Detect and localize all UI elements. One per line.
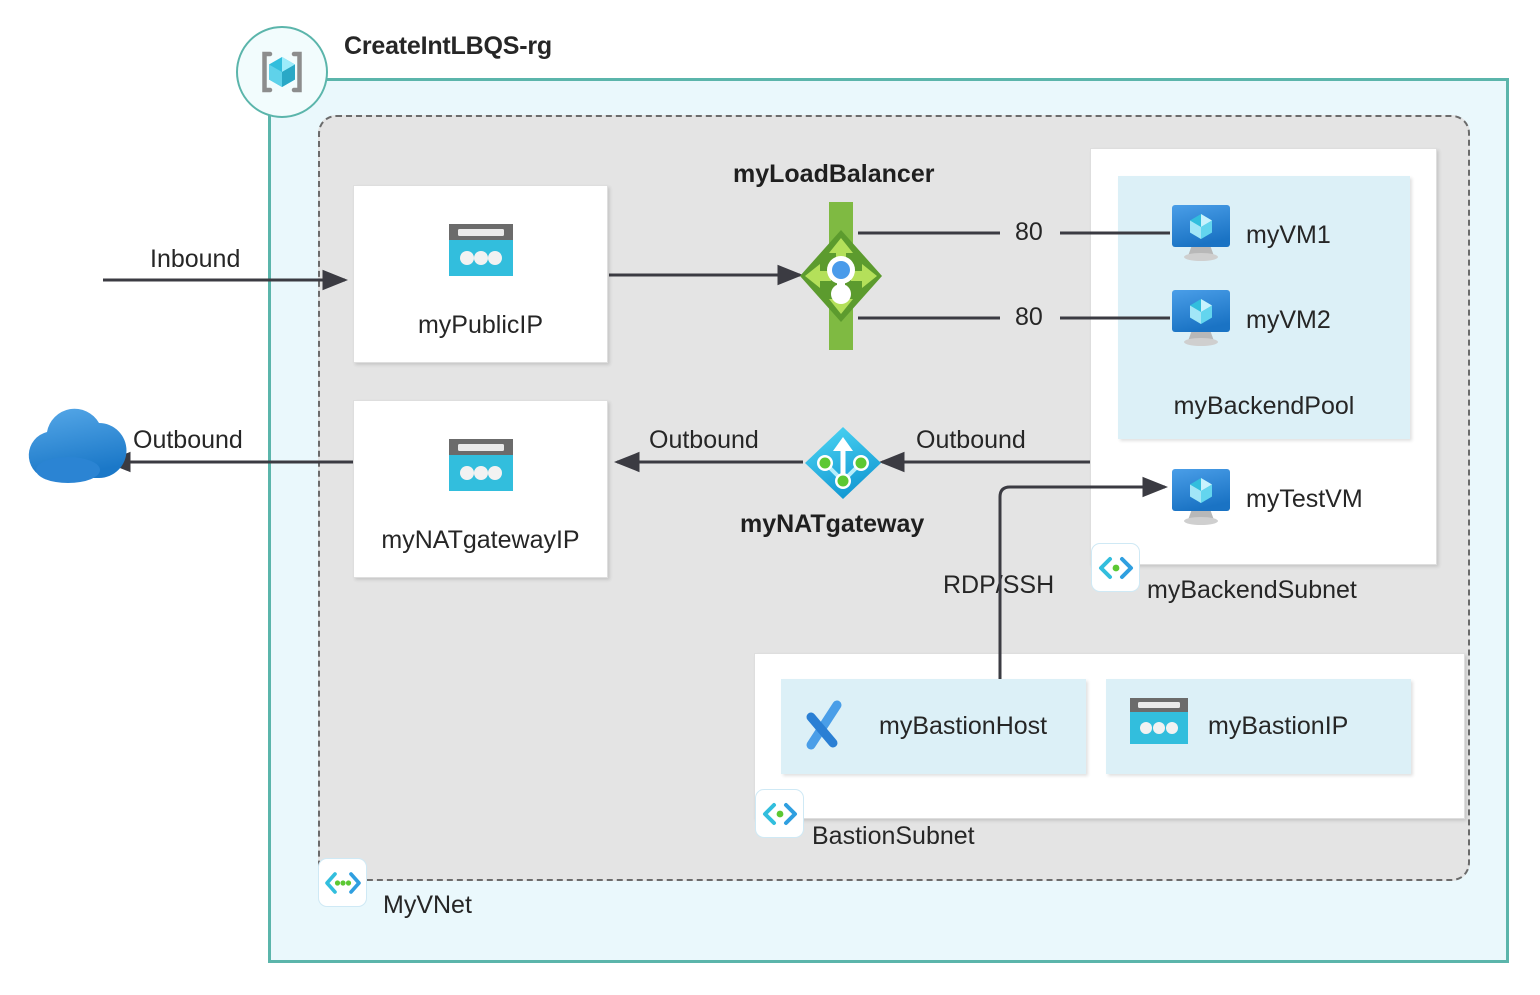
bastion-subnet-label: BastionSubnet <box>812 822 975 850</box>
vm-row-myvm2[interactable]: myVM2 <box>1170 288 1331 353</box>
bastion-ip-label: myBastionIP <box>1208 712 1349 740</box>
subnet-icon <box>1091 543 1140 592</box>
cloud-icon <box>28 408 127 483</box>
vnet-label: MyVNet <box>383 891 472 919</box>
public-ip-label: myPublicIP <box>417 311 544 339</box>
public-ip-label: myNATgatewayIP <box>381 526 580 554</box>
virtual-machine-icon <box>1170 288 1232 353</box>
resource-group-icon <box>236 26 328 118</box>
vm-row-mytestvm[interactable]: myTestVM <box>1170 467 1363 532</box>
virtual-machine-icon <box>1170 203 1232 268</box>
nat-gateway-title: myNATgateway <box>740 510 925 538</box>
bastion-host-label: myBastionHost <box>879 712 1048 740</box>
nat-gateway-icon[interactable] <box>803 425 883 501</box>
outbound-nat-to-ip-label: Outbound <box>649 426 759 454</box>
backend-subnet-label: myBackendSubnet <box>1147 576 1357 604</box>
public-ip-icon <box>354 220 607 284</box>
outbound-to-internet-label: Outbound <box>133 426 243 454</box>
public-ip-card-mypublicip[interactable]: myPublicIP <box>353 185 608 363</box>
load-balancer-icon[interactable] <box>800 200 882 352</box>
vm-label: myTestVM <box>1246 485 1363 513</box>
virtual-machine-icon <box>1170 467 1232 532</box>
vnet-icon <box>318 858 367 907</box>
bastion-icon <box>803 695 861 758</box>
backend-pool-label: myBackendPool <box>1173 392 1355 420</box>
public-ip-icon <box>1128 696 1190 757</box>
inbound-flow-label: Inbound <box>150 245 241 273</box>
backend-pool-container: myBackendPool <box>1118 176 1410 439</box>
public-ip-card-mynatgatewayip[interactable]: myNATgatewayIP <box>353 400 608 578</box>
vm-label: myVM2 <box>1246 306 1331 334</box>
vm-row-myvm1[interactable]: myVM1 <box>1170 203 1331 268</box>
lb-rule-port-myvm1: 80 <box>1015 218 1043 246</box>
page-title: CreateIntLBQS-rg <box>344 32 552 60</box>
rdp-ssh-label: RDP/SSH <box>943 571 1055 599</box>
bastion-host-card[interactable]: myBastionHost <box>781 679 1086 774</box>
load-balancer-title: myLoadBalancer <box>733 160 935 188</box>
vm-label: myVM1 <box>1246 221 1331 249</box>
bastion-ip-card[interactable]: myBastionIP <box>1106 679 1411 774</box>
outbound-subnet-to-nat-label: Outbound <box>916 426 1026 454</box>
public-ip-icon <box>354 435 607 499</box>
lb-rule-port-myvm2: 80 <box>1015 303 1043 331</box>
subnet-icon <box>755 789 804 838</box>
